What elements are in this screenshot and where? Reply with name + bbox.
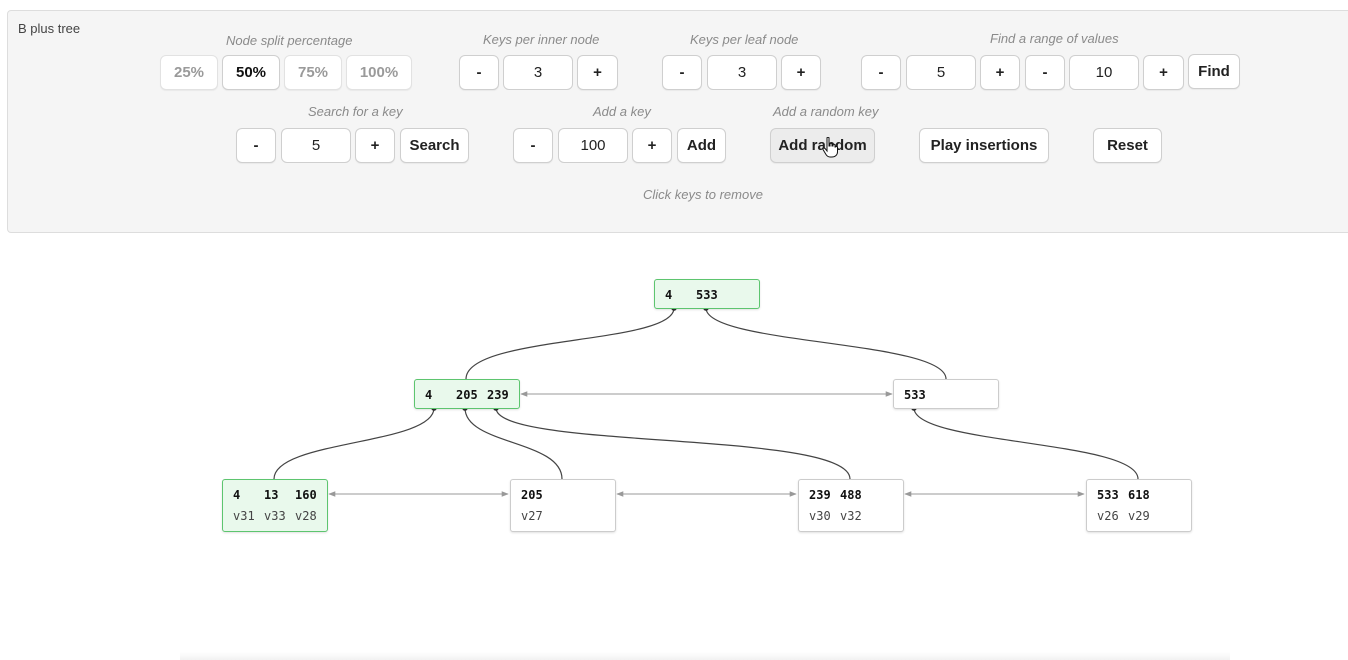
add-increment-button[interactable]: + <box>632 128 672 163</box>
tree-key[interactable]: 239 <box>487 388 509 402</box>
tree-value: v30 <box>809 509 831 523</box>
edge-root-inner-left <box>465 307 675 380</box>
tree-leaf-node: 533 618 v26 v29 <box>1086 479 1192 532</box>
split-label: Node split percentage <box>226 33 353 48</box>
search-decrement-button[interactable]: - <box>236 128 276 163</box>
search-key-input[interactable] <box>281 128 351 163</box>
edge-inner-leaf-3 <box>495 407 851 480</box>
range-from-decrement-button[interactable]: - <box>861 55 901 90</box>
tree-key[interactable]: 618 <box>1128 488 1150 502</box>
find-button[interactable]: Find <box>1188 54 1240 89</box>
add-button[interactable]: Add <box>677 128 726 163</box>
add-label: Add a key <box>593 104 651 119</box>
tree-key[interactable]: 4 <box>233 488 241 502</box>
tree-value: v29 <box>1128 509 1150 523</box>
tree-key[interactable]: 160 <box>295 488 317 502</box>
tree-value: v28 <box>295 509 317 523</box>
bottom-edge-shadow <box>180 652 1230 660</box>
tree-leaf-node: 4 13 160 v31 v33 v28 <box>222 479 328 532</box>
search-label: Search for a key <box>308 104 403 119</box>
tree-key[interactable]: 4 <box>425 388 433 402</box>
tree-value: v31 <box>233 509 255 523</box>
tree-leaf-node: 239 488 v30 v32 <box>798 479 904 532</box>
search-button[interactable]: Search <box>400 128 469 163</box>
split-25-button[interactable]: 25% <box>160 55 218 90</box>
inner-keys-input[interactable] <box>503 55 573 90</box>
leaf-keys-label: Keys per leaf node <box>690 32 799 47</box>
tree-key[interactable]: 488 <box>840 488 862 502</box>
add-key-input[interactable] <box>558 128 628 163</box>
panel-title: B plus tree <box>18 21 81 36</box>
tree-value: v27 <box>521 509 543 523</box>
tree-value: v32 <box>840 509 862 523</box>
leaf-decrement-button[interactable]: - <box>662 55 702 90</box>
inner-increment-button[interactable]: + <box>577 55 618 90</box>
tree-value: v26 <box>1097 509 1119 523</box>
remove-hint: Click keys to remove <box>643 187 763 202</box>
hand-pointer-icon <box>822 137 838 158</box>
tree-inner-node: 533 <box>893 379 999 409</box>
tree-root-node: 4 533 <box>654 279 760 309</box>
leaf-keys-input[interactable] <box>707 55 777 90</box>
random-label: Add a random key <box>773 104 879 119</box>
play-insertions-button[interactable]: Play insertions <box>919 128 1049 163</box>
range-to-decrement-button[interactable]: - <box>1025 55 1065 90</box>
range-to-increment-button[interactable]: + <box>1143 55 1184 90</box>
search-increment-button[interactable]: + <box>355 128 395 163</box>
split-100-button[interactable]: 100% <box>346 55 412 90</box>
controls-panel <box>7 10 1348 233</box>
tree-leaf-node: 205 v27 <box>510 479 616 532</box>
edge-inner-leaf-2 <box>464 407 563 480</box>
range-label: Find a range of values <box>990 31 1119 46</box>
tree-key[interactable]: 4 <box>665 288 673 302</box>
inner-decrement-button[interactable]: - <box>459 55 499 90</box>
reset-button[interactable]: Reset <box>1093 128 1162 163</box>
split-50-button[interactable]: 50% <box>222 55 280 90</box>
split-75-button[interactable]: 75% <box>284 55 342 90</box>
tree-key[interactable]: 205 <box>456 388 478 402</box>
tree-key[interactable]: 205 <box>521 488 543 502</box>
range-from-input[interactable] <box>906 55 976 90</box>
range-from-increment-button[interactable]: + <box>980 55 1020 90</box>
add-decrement-button[interactable]: - <box>513 128 553 163</box>
edge-root-inner-right <box>705 307 947 380</box>
tree-key[interactable]: 533 <box>1097 488 1119 502</box>
edge-inner-leaf-4 <box>913 407 1139 480</box>
tree-key[interactable]: 239 <box>809 488 831 502</box>
tree-value: v33 <box>264 509 286 523</box>
range-to-input[interactable] <box>1069 55 1139 90</box>
leaf-increment-button[interactable]: + <box>781 55 821 90</box>
tree-key[interactable]: 533 <box>904 388 926 402</box>
add-random-button[interactable]: Add random <box>770 128 875 163</box>
tree-key[interactable]: 533 <box>696 288 718 302</box>
edge-inner-leaf-1 <box>273 407 435 480</box>
tree-key[interactable]: 13 <box>264 488 279 502</box>
inner-keys-label: Keys per inner node <box>483 32 600 47</box>
tree-inner-node: 4 205 239 <box>414 379 520 409</box>
